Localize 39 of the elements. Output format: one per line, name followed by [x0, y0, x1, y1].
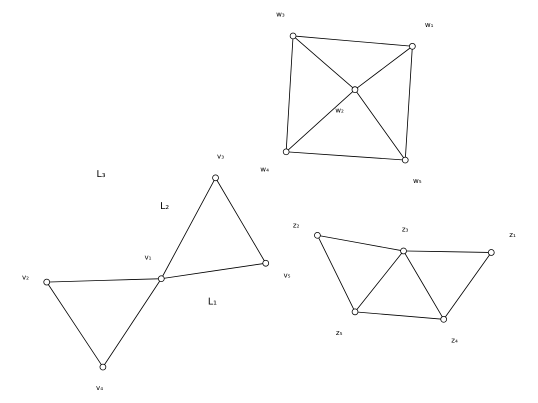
connector [288, 152, 403, 160]
connector [406, 250, 489, 253]
connector [358, 312, 442, 320]
node-circle [43, 278, 50, 286]
connector [296, 36, 410, 46]
node-circle [100, 364, 106, 370]
connector [320, 235, 401, 251]
connector [318, 238, 354, 310]
connector [404, 253, 443, 318]
node-circle [262, 260, 270, 267]
connector [288, 91, 354, 150]
node-circle [402, 156, 409, 164]
node-circle [440, 316, 448, 323]
node-circle [314, 232, 321, 239]
connector [356, 92, 404, 158]
connector [49, 278, 159, 282]
node-circle [290, 32, 296, 40]
label: L₂ [160, 200, 170, 212]
label: L₁ [208, 296, 217, 308]
node-circle [158, 275, 165, 282]
connector [445, 254, 490, 318]
node-circle [282, 148, 290, 156]
connector [164, 263, 264, 279]
label: L₃ [96, 169, 106, 180]
connector [216, 180, 265, 262]
connector [48, 284, 102, 365]
connector [356, 252, 402, 310]
connector [286, 38, 294, 150]
node-circle [352, 308, 358, 316]
connector [162, 180, 214, 276]
connector [356, 48, 410, 88]
node-circle [212, 174, 219, 182]
node-circle [409, 42, 416, 50]
connector [295, 38, 354, 88]
node-circle [352, 86, 358, 93]
node-circle [488, 249, 495, 256]
node-circle [400, 248, 407, 254]
connector [104, 280, 160, 365]
connector [405, 48, 413, 158]
